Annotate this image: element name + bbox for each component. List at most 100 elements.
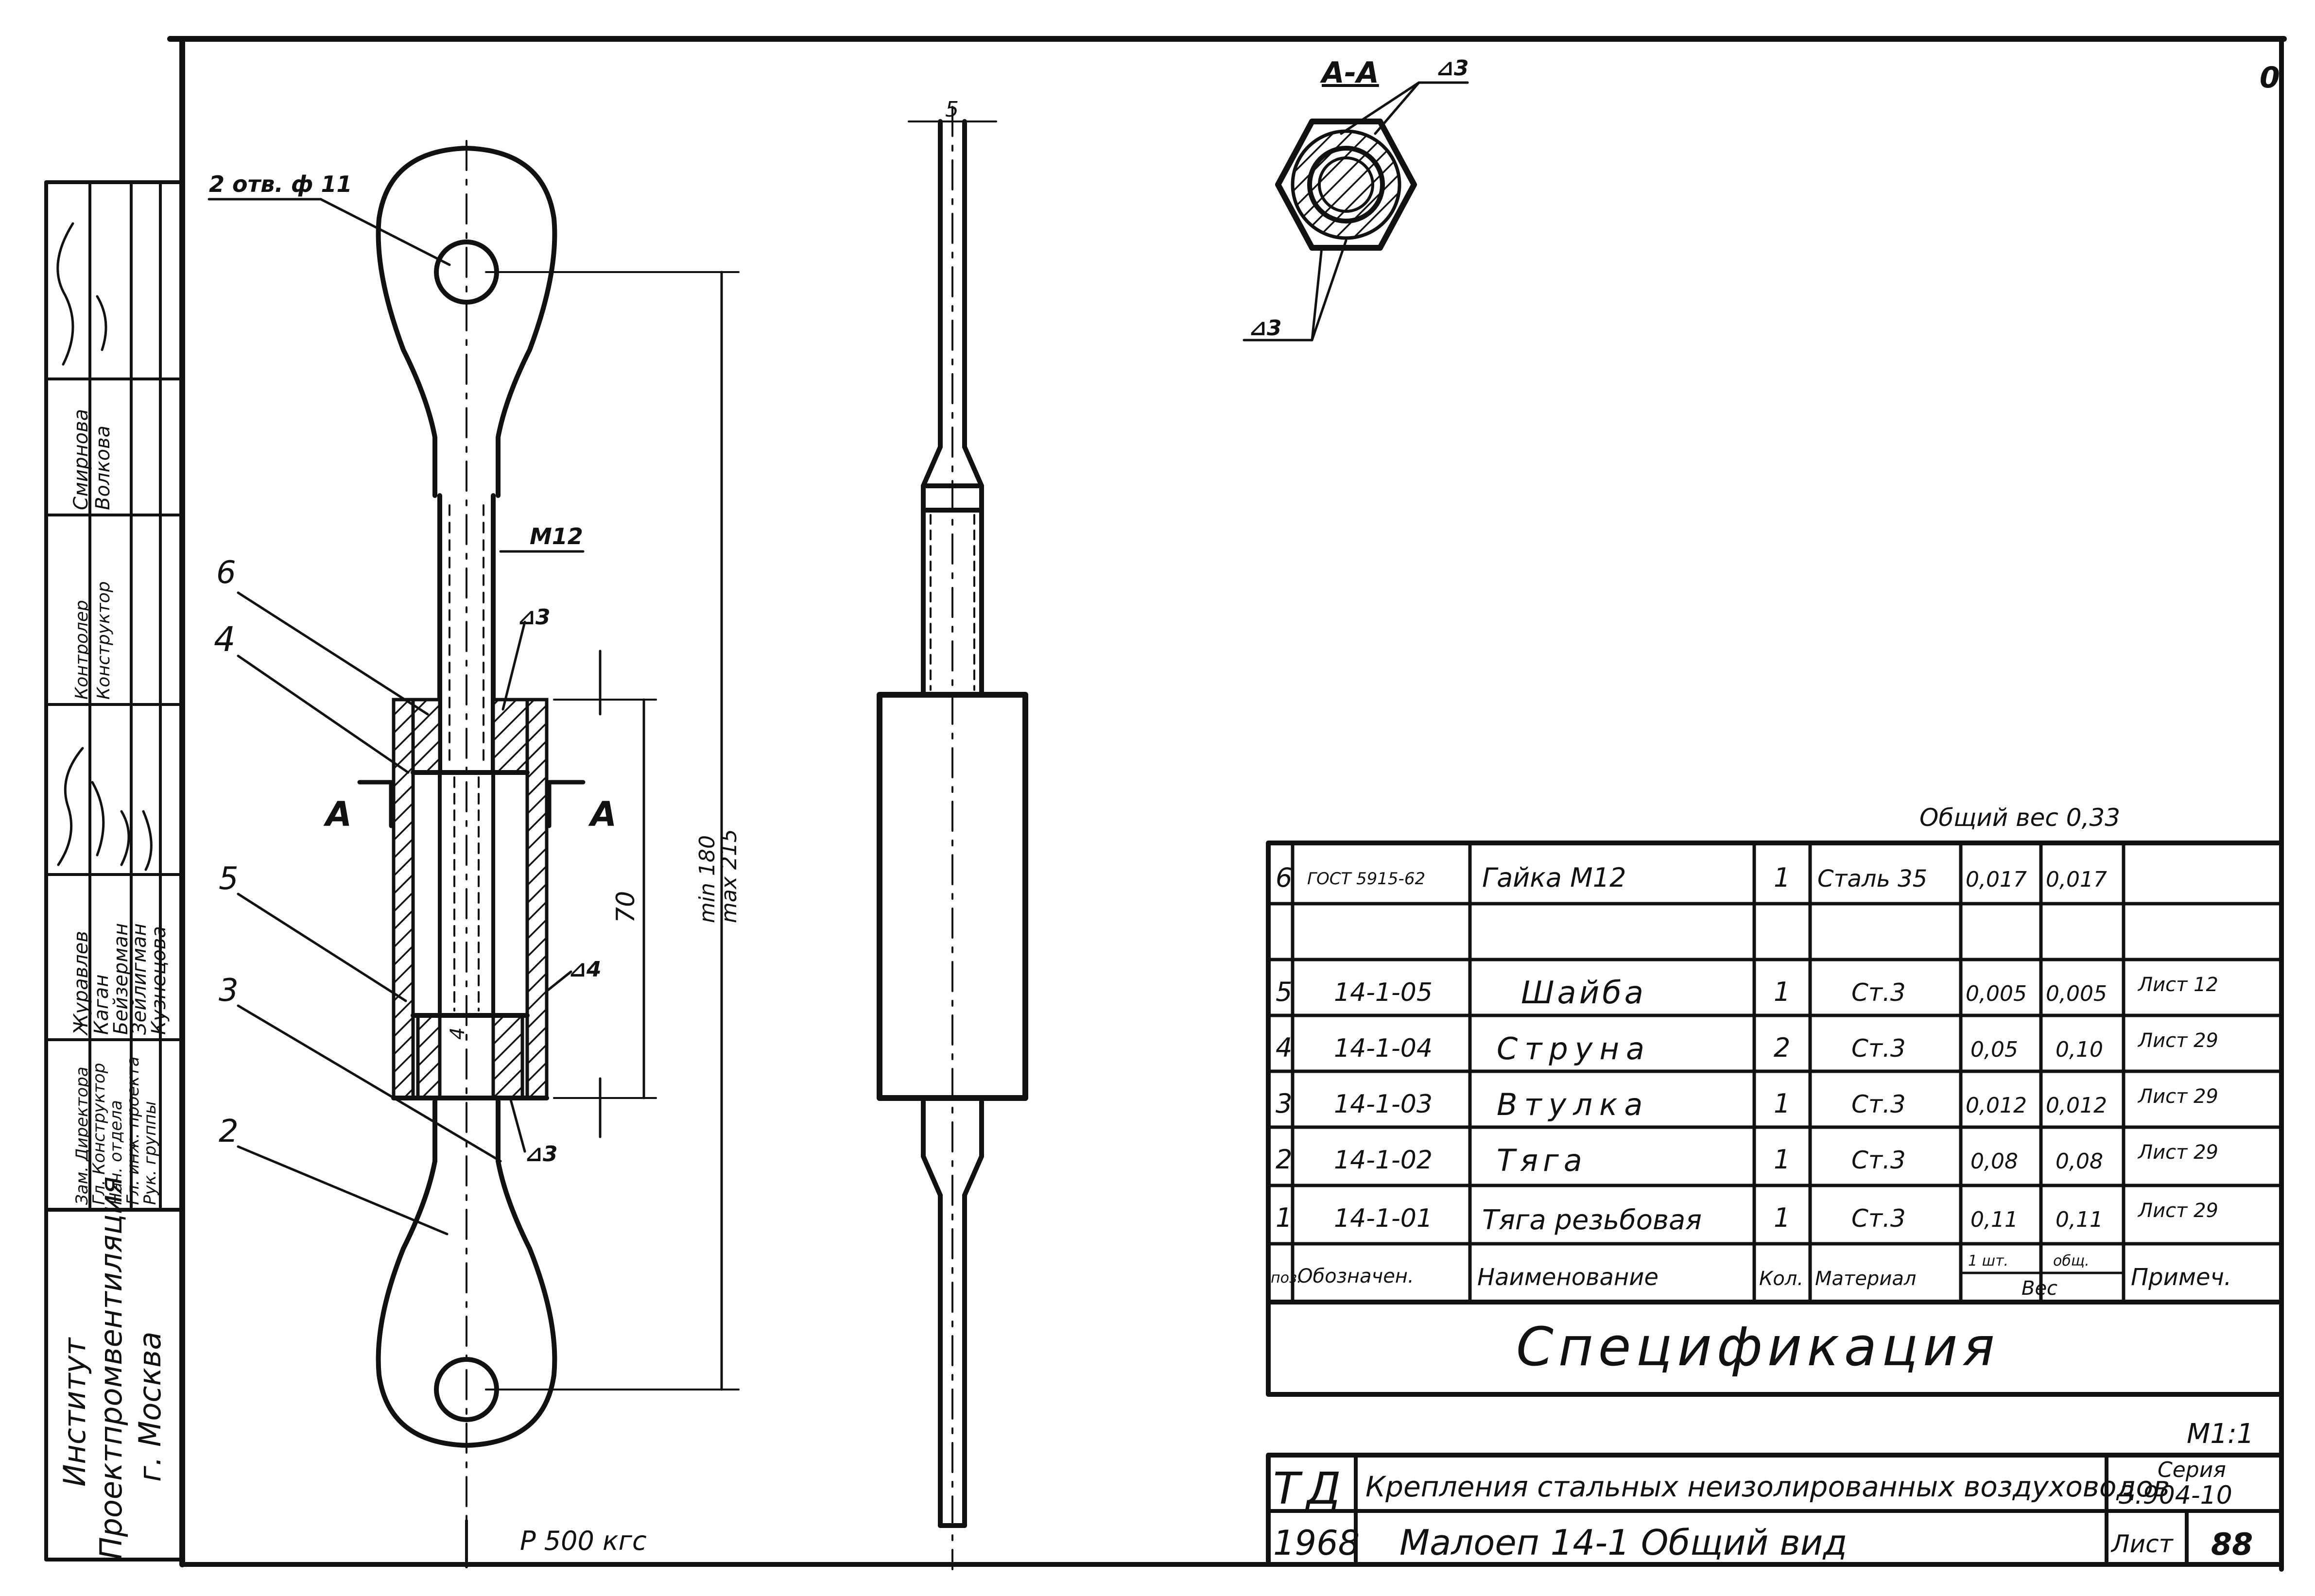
- role-7: Конструктор: [94, 581, 114, 700]
- nut-right: [491, 698, 529, 774]
- row4-code: 14-1-04: [1334, 1034, 1433, 1063]
- row3-wt: 0,012: [2046, 1093, 2107, 1118]
- role-6: Контролер: [72, 600, 92, 700]
- row4-material: Ст.3: [1851, 1034, 1906, 1063]
- side-stamp: Институт Проектпромвентиляция г. Москва …: [44, 180, 184, 1562]
- row6-material: Сталь 35: [1817, 865, 1927, 892]
- row6-wt: 0,017: [2046, 867, 2107, 892]
- signatures: [56, 222, 153, 871]
- hdr-w1: 1 шт.: [1968, 1253, 2008, 1270]
- name-1: Журавлев: [70, 931, 92, 1036]
- total-weight: Общий вес 0,33: [1919, 804, 2120, 832]
- td-mark: ТД: [1273, 1463, 1348, 1514]
- row1-wt: 0,11: [2056, 1207, 2103, 1232]
- callout-weld-top: ⊿3: [518, 605, 550, 630]
- row2-note: Лист 29: [2137, 1141, 2218, 1164]
- row6-pos: 6: [1276, 862, 1292, 893]
- row1-material: Ст.3: [1851, 1204, 1906, 1233]
- row1-qty: 1: [1774, 1202, 1790, 1233]
- hdr-wt: общ.: [2053, 1253, 2090, 1270]
- row1-w1: 0,11: [1970, 1207, 2018, 1232]
- callout-2: 2: [219, 1114, 239, 1150]
- front-view: А А 2 отв. ф 11 М12 6 4 5 3 2 ⊿3 ⊿4 ⊿3 4: [207, 140, 742, 1570]
- role-2: Гл. Конструктор: [89, 1063, 109, 1205]
- section-mark-right: А: [588, 794, 617, 834]
- role-3: Нач. отдела: [106, 1100, 126, 1205]
- name-2: Каган: [90, 974, 113, 1035]
- role-1: Зам. Директора: [72, 1066, 92, 1205]
- row3-material: Ст.3: [1851, 1090, 1906, 1118]
- callout-weld-4: ⊿4: [569, 957, 601, 982]
- row4-qty: 2: [1774, 1032, 1790, 1063]
- section-title: А-А: [1320, 56, 1379, 90]
- callout-holes: 2 отв. ф 11: [209, 171, 352, 197]
- name-5: Кузнецова: [148, 926, 170, 1035]
- spec-table: Общий вес 0,33 поз. Обозначен. Наименова…: [1266, 804, 2284, 1397]
- row3-pos: 3: [1276, 1088, 1292, 1119]
- sleeve-right-wall: [525, 698, 549, 1100]
- load-label: Р 500 кгс: [520, 1526, 647, 1556]
- row3-qty: 1: [1774, 1088, 1790, 1119]
- row6-qty: 1: [1774, 862, 1790, 893]
- side-view: 5: [877, 97, 1028, 1570]
- description: Крепления стальных неизолированных возду…: [1365, 1470, 2170, 1503]
- title-block: М1:1 ТД Крепления стальных неизолированн…: [1266, 1418, 2284, 1567]
- row2-pos: 2: [1276, 1144, 1292, 1175]
- nut-left: [411, 698, 442, 774]
- section-weld-top: ⊿3: [1436, 56, 1468, 81]
- row3-w1: 0,012: [1966, 1093, 2027, 1118]
- row4-w1: 0,05: [1970, 1037, 2018, 1062]
- row6-name: Гайка М12: [1482, 862, 1626, 893]
- role-4: Гл. инж. проекта: [123, 1056, 143, 1205]
- bushing-left: [416, 1013, 442, 1100]
- row6-code: ГОСТ 5915-62: [1307, 869, 1425, 889]
- callout-4: 4: [214, 619, 236, 659]
- callout-small-dim: 4: [447, 1028, 469, 1040]
- row1-pos: 1: [1276, 1202, 1292, 1233]
- section-aa: А-А ⊿3 ⊿3: [1243, 56, 1469, 342]
- callout-6: 6: [216, 555, 236, 591]
- row2-w1: 0,08: [1970, 1149, 2018, 1174]
- corner-mark: 0: [2260, 61, 2280, 95]
- sheet-label: Лист: [2110, 1530, 2174, 1558]
- series-label: Серия: [2158, 1458, 2226, 1482]
- row5-w1: 0,005: [1966, 981, 2027, 1006]
- hdr-pos: поз.: [1271, 1270, 1301, 1287]
- row1-name: Тяга резьбовая: [1482, 1204, 1702, 1236]
- row2-code: 14-1-02: [1334, 1146, 1433, 1175]
- callout-weld-bottom: ⊿3: [525, 1142, 557, 1167]
- row4-note: Лист 29: [2137, 1030, 2218, 1052]
- row1-note: Лист 29: [2137, 1200, 2218, 1222]
- callout-3: 3: [219, 973, 239, 1009]
- hdr-name: Наименование: [1477, 1264, 1659, 1291]
- dim-5: 5: [945, 97, 959, 122]
- name-7: Волкова: [92, 426, 114, 510]
- bushing-right: [491, 1013, 524, 1100]
- row3-code: 14-1-03: [1334, 1090, 1433, 1119]
- row5-material: Ст.3: [1851, 978, 1906, 1007]
- year: 1968: [1273, 1523, 1360, 1563]
- callout-5: 5: [219, 861, 239, 897]
- row5-pos: 5: [1276, 977, 1292, 1007]
- spec-title: Спецификация: [1516, 1316, 2000, 1378]
- row5-note: Лист 12: [2137, 974, 2218, 996]
- side-sleeve: [877, 692, 1028, 1101]
- hdr-note: Примеч.: [2131, 1264, 2231, 1291]
- section-weld-bottom: ⊿3: [1249, 316, 1281, 341]
- row2-wt: 0,08: [2056, 1149, 2103, 1174]
- row6-w1: 0,017: [1966, 867, 2027, 892]
- row3-name: Втулка: [1497, 1087, 1649, 1122]
- dim-70: 70: [611, 891, 640, 923]
- row2-material: Ст.3: [1851, 1146, 1906, 1174]
- row4-pos: 4: [1276, 1032, 1292, 1063]
- row5-qty: 1: [1774, 977, 1790, 1007]
- institute-line-3: г. Москва: [132, 1332, 168, 1482]
- bottom-eye: [376, 1159, 557, 1448]
- row1-code: 14-1-01: [1334, 1204, 1433, 1233]
- role-5: Рук. группы: [140, 1101, 160, 1205]
- row4-wt: 0,10: [2056, 1037, 2103, 1062]
- institute-line-2: Проектпромвентиляция: [93, 1176, 129, 1560]
- scale: М1:1: [2187, 1418, 2254, 1450]
- series-value: 3.904-10: [2119, 1481, 2232, 1510]
